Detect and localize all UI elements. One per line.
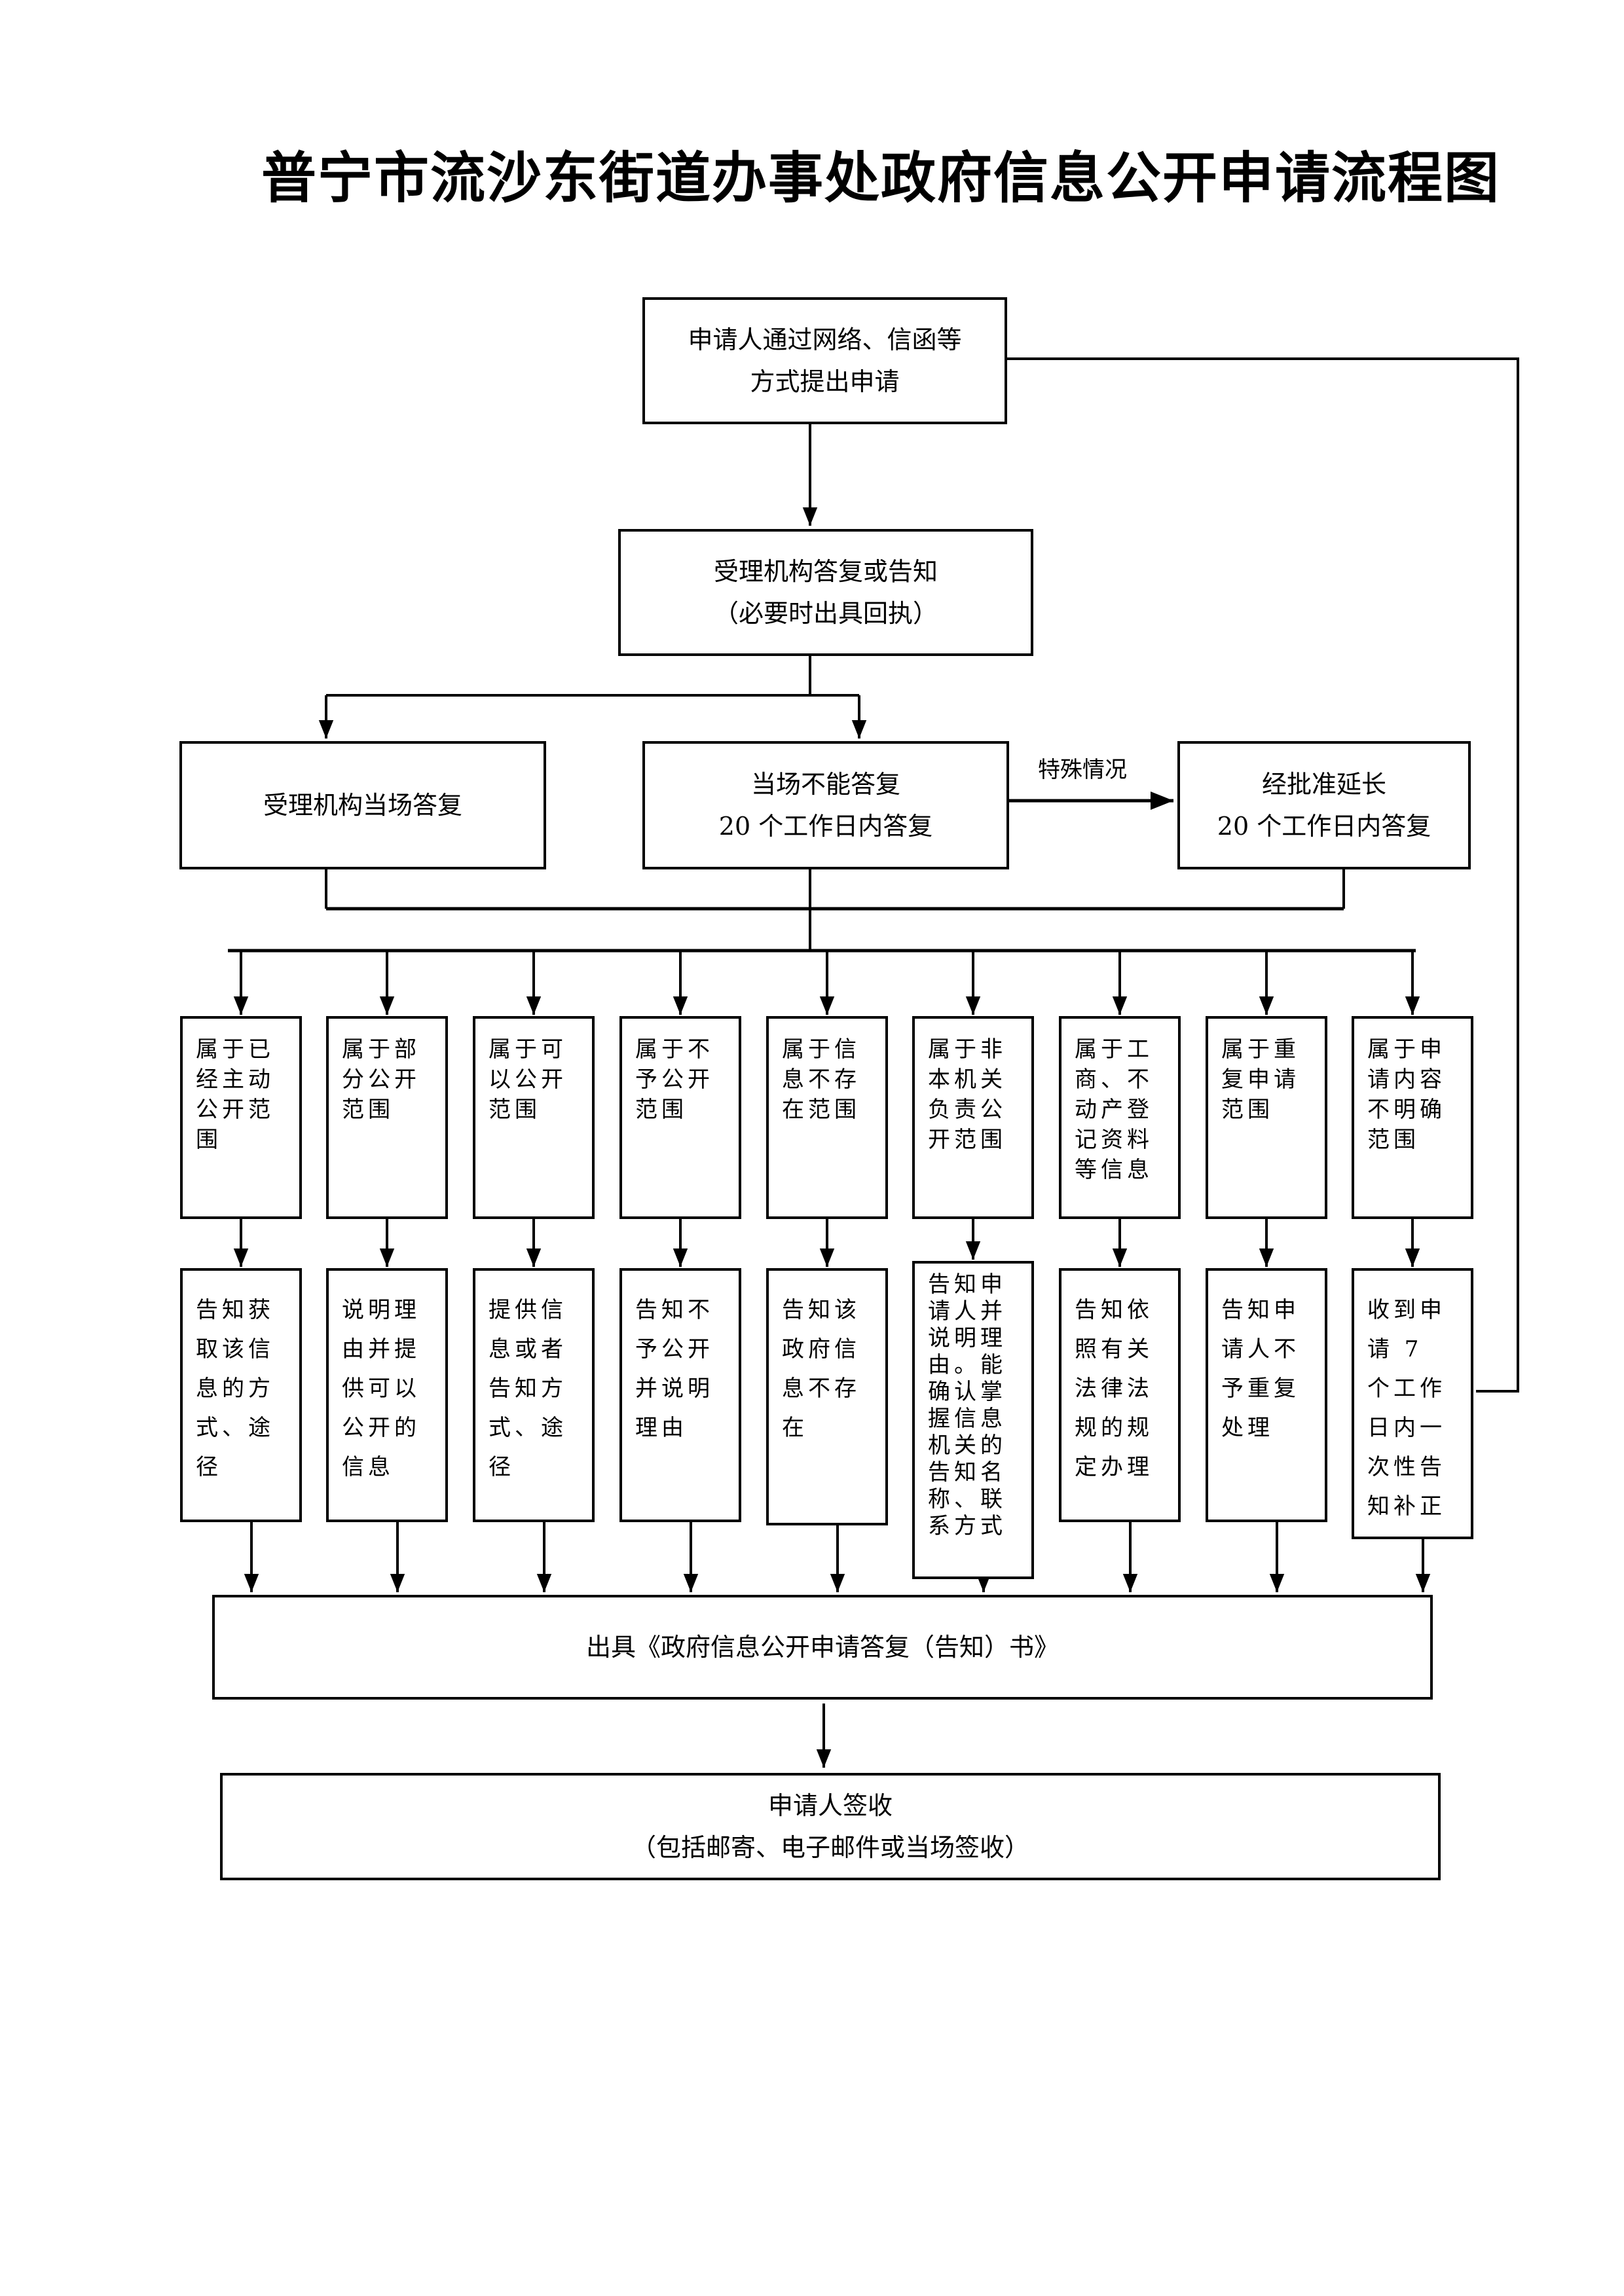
extension-line-1: 经批准延长 [1261, 770, 1386, 799]
action-box: 收到申请 7 个工作日内一次性告知补正 [1352, 1268, 1473, 1539]
category-box: 属于不予公开范围 [619, 1016, 741, 1219]
category-box: 属于重复申请范围 [1206, 1016, 1327, 1219]
accept-line-2: （必要时出具回执） [713, 599, 938, 628]
category-text: 属于不予公开范围 [635, 1036, 714, 1123]
category-text: 属于部分公开范围 [342, 1036, 420, 1123]
action-box: 提供信息或者告知方式、途径 [473, 1268, 595, 1522]
category-box: 属于部分公开范围 [326, 1016, 448, 1219]
action-text: 告知依照有关法律法规的规定办理 [1075, 1297, 1153, 1480]
issue-reply-text: 出具《政府信息公开申请答复（告知）书》 [585, 1633, 1059, 1662]
action-box: 告知依照有关法律法规的规定办理 [1059, 1268, 1181, 1522]
accept-line-1: 受理机构答复或告知 [713, 557, 938, 586]
onsite-reply-text: 受理机构当场答复 [263, 791, 462, 820]
onsite-reply-box: 受理机构当场答复 [179, 741, 546, 869]
action-box: 告知该政府信息不存在 [766, 1268, 888, 1525]
action-box: 说明理由并提供可以公开的信息 [326, 1268, 448, 1522]
action-text: 告知不予公开并说明理由 [635, 1297, 714, 1441]
category-text: 属于申请内容不明确范围 [1367, 1036, 1446, 1153]
later-reply-line-2: 20 个工作日内答复 [718, 812, 933, 841]
category-box: 属于申请内容不明确范围 [1352, 1016, 1473, 1219]
accept-box: 受理机构答复或告知 （必要时出具回执） [618, 529, 1033, 656]
category-box: 属于工商、不动产登记资料等信息 [1059, 1016, 1181, 1219]
connector-feedback-loop [1007, 357, 1519, 1393]
applicant-sign-box: 申请人签收 （包括邮寄、电子邮件或当场签收） [220, 1773, 1441, 1880]
category-text: 属于非本机关负责公开范围 [928, 1036, 1006, 1153]
action-text: 收到申请 7 个工作日内一次性告知补正 [1367, 1297, 1446, 1520]
action-box: 告知不予公开并说明理由 [619, 1268, 741, 1522]
category-text: 属于工商、不动产登记资料等信息 [1075, 1036, 1153, 1183]
category-box: 属于非本机关负责公开范围 [912, 1016, 1034, 1219]
issue-reply-box: 出具《政府信息公开申请答复（告知）书》 [212, 1595, 1433, 1700]
extension-line-2: 20 个工作日内答复 [1217, 812, 1431, 841]
category-text: 属于可以公开范围 [489, 1036, 567, 1123]
action-text: 告知该政府信息不存在 [782, 1297, 860, 1441]
category-box: 属于可以公开范围 [473, 1016, 595, 1219]
start-box: 申请人通过网络、信函等 方式提出申请 [642, 297, 1007, 424]
category-box: 属于信息不存在范围 [766, 1016, 888, 1219]
start-line-1: 申请人通过网络、信函等 [688, 325, 962, 354]
action-text: 告知申请人并说明理由。能确认掌握信息机关的告知名称、联系方式 [928, 1271, 1006, 1539]
sign-line-1: 申请人签收 [767, 1791, 893, 1820]
action-box: 告知获取该信息的方式、途径 [180, 1268, 302, 1522]
later-reply-line-1: 当场不能答复 [750, 770, 900, 799]
category-text: 属于信息不存在范围 [782, 1036, 860, 1123]
category-text: 属于已经主动公开范围 [196, 1036, 274, 1153]
action-box: 告知申请人并说明理由。能确认掌握信息机关的告知名称、联系方式 [912, 1261, 1034, 1579]
later-reply-box: 当场不能答复 20 个工作日内答复 [642, 741, 1009, 869]
action-text: 说明理由并提供可以公开的信息 [342, 1297, 420, 1480]
action-text: 告知申请人不予重复处理 [1221, 1297, 1300, 1441]
special-case-label: 特殊情况 [1038, 757, 1127, 783]
action-text: 提供信息或者告知方式、途径 [489, 1297, 567, 1480]
sign-line-2: （包括邮寄、电子邮件或当场签收） [631, 1833, 1029, 1862]
category-box: 属于已经主动公开范围 [180, 1016, 302, 1219]
action-text: 告知获取该信息的方式、途径 [196, 1297, 274, 1480]
category-text: 属于重复申请范围 [1221, 1036, 1300, 1123]
action-box: 告知申请人不予重复处理 [1206, 1268, 1327, 1522]
page-title: 普宁市流沙东街道办事处政府信息公开申请流程图 [261, 145, 1500, 210]
extension-box: 经批准延长 20 个工作日内答复 [1177, 741, 1471, 869]
start-line-2: 方式提出申请 [750, 367, 900, 396]
